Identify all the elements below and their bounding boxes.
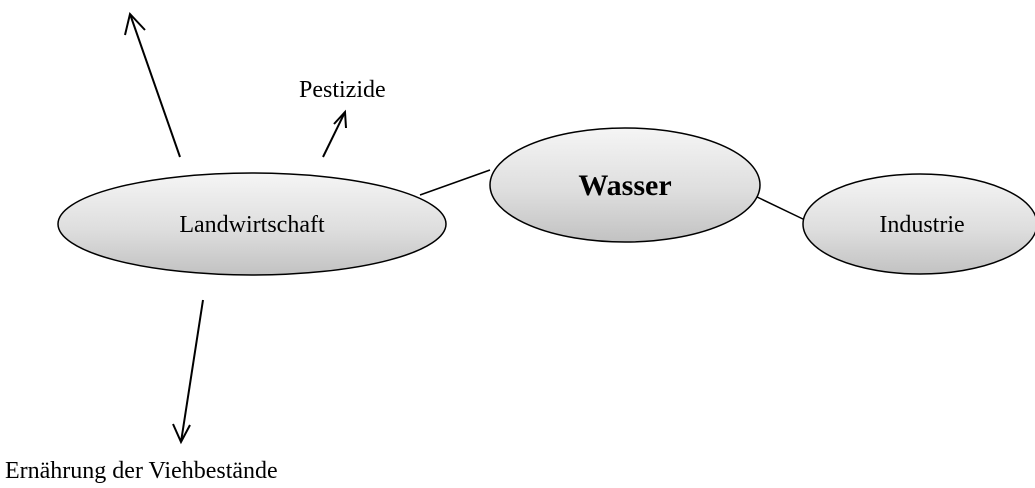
label-ernaehrung: Ernährung der Viehbestände bbox=[5, 458, 278, 484]
node-industrie: Industrie bbox=[802, 173, 1035, 275]
node-industrie-label: Industrie bbox=[879, 212, 964, 238]
arrow-to-pestizide bbox=[322, 109, 347, 158]
label-pestizide: Pestizide bbox=[299, 77, 386, 103]
arrow-to-ernaehrung bbox=[172, 299, 204, 445]
connector-landwirtschaft-wasser bbox=[419, 169, 491, 196]
connector-wasser-industrie bbox=[754, 195, 806, 221]
node-wasser-label: Wasser bbox=[578, 169, 671, 202]
node-landwirtschaft: Landwirtschaft bbox=[57, 172, 447, 276]
node-landwirtschaft-label: Landwirtschaft bbox=[179, 212, 325, 238]
arrow-up-unlabeled bbox=[124, 11, 181, 158]
node-wasser: Wasser bbox=[489, 127, 761, 243]
